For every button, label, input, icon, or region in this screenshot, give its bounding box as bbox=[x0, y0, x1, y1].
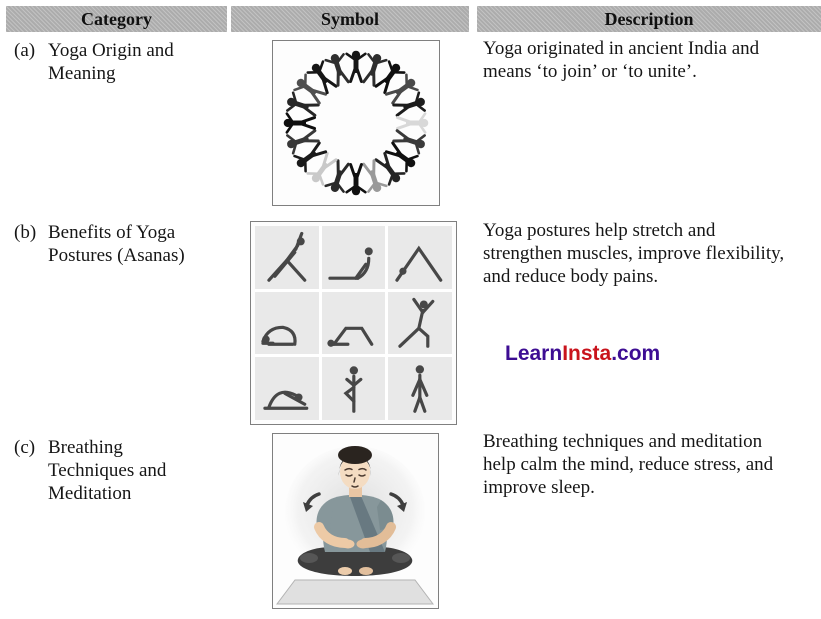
row-a-symbol-box bbox=[272, 40, 440, 206]
right-breath-arrow-icon bbox=[389, 492, 407, 512]
row-c-description: Breathing techniques and meditation help… bbox=[483, 431, 774, 498]
row-b-symbol-box bbox=[250, 221, 457, 425]
tree-pose-icon bbox=[321, 357, 386, 420]
watermark-insta: Insta bbox=[562, 342, 612, 365]
row-b-label: (b) bbox=[14, 222, 37, 243]
row-c-symbol-box bbox=[272, 433, 439, 609]
meditation-icon bbox=[276, 446, 434, 605]
childs-pose-icon bbox=[255, 291, 319, 355]
watermark-dotcom: .com bbox=[611, 342, 661, 365]
header-category-label: Category bbox=[81, 8, 152, 29]
row-a-category: Yoga Origin and Meaning bbox=[48, 40, 174, 84]
header-category: Category bbox=[6, 6, 227, 32]
people-circle-icon bbox=[283, 50, 429, 196]
header-symbol: Symbol bbox=[231, 6, 469, 32]
row-a-label: (a) bbox=[14, 40, 36, 61]
learninsta-watermark: LearnInsta.com bbox=[505, 342, 660, 366]
watermark-learn: Learn bbox=[505, 342, 563, 365]
warrior-lunge-pose-icon bbox=[388, 291, 452, 355]
downward-dog-pose-icon bbox=[388, 226, 452, 289]
triangle-pose-icon bbox=[255, 226, 319, 289]
mountain-pose-icon bbox=[388, 357, 452, 420]
header-description-label: Description bbox=[604, 8, 694, 29]
row-c-label: (c) bbox=[14, 437, 36, 458]
bridge-pose-icon bbox=[321, 291, 386, 355]
row-b-category: Benefits of Yoga Postures (Asanas) bbox=[48, 222, 185, 266]
row-a-description: Yoga originated in ancient India and mea… bbox=[483, 38, 760, 82]
cobra-pose-icon bbox=[321, 226, 386, 289]
header-description: Description bbox=[477, 6, 821, 32]
seated-forward-fold-pose-icon bbox=[255, 357, 319, 420]
header-symbol-label: Symbol bbox=[320, 8, 380, 29]
row-b-description: Yoga postures help stretch and strengthe… bbox=[483, 220, 785, 287]
left-breath-arrow-icon bbox=[303, 492, 321, 512]
row-c-category: Breathing Techniques and Meditation bbox=[48, 437, 167, 504]
yoga-poses-grid-icon bbox=[255, 226, 452, 420]
